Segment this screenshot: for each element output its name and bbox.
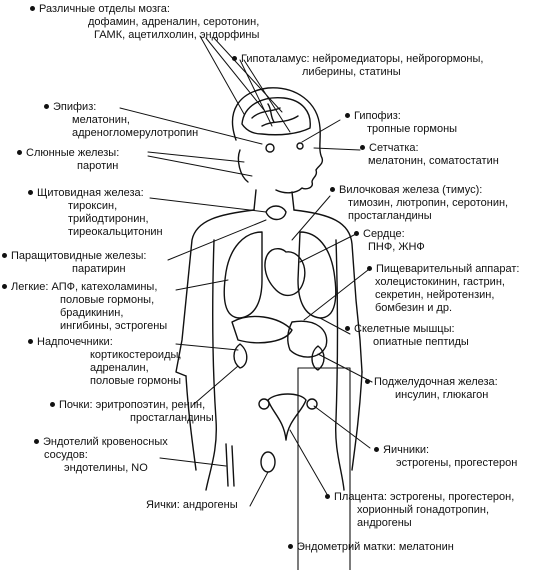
body-outline [175,87,363,491]
label-retina: Сетчатка: мелатонин, соматостатин [360,142,499,168]
label-digestive-line: холецистокинин, гастрин, [375,276,505,288]
label-thyroid-line: трийодтиронин, [68,213,149,225]
label-salivary-line: паротин [77,160,119,172]
label-lungs: Легкие: АПФ, катехоламины, половые гормо… [2,281,167,333]
label-endometrium: Эндометрий матки: мелатонин [288,541,454,554]
label-endometrium-title: Эндометрий матки: мелатонин [297,541,454,553]
label-lungs-title: Легкие: АПФ, катехоламины, [11,281,158,293]
label-parathyroid-title: Паращитовидные железы: [11,250,147,262]
label-pituitary-line: тропные гормоны [367,123,458,135]
leader-lines [119,35,373,507]
label-adrenal-line: половые гормоны [90,375,182,387]
label-thymus-title: Вилочковая железа (тимус): [339,184,483,196]
label-ovaries-title: Яичники: [383,444,430,456]
organs [223,97,337,487]
label-endothelium-title: Эндотелий кровеносных [43,436,168,448]
label-testes-title: Яички: андрогены [146,499,238,511]
label-thyroid: Щитовидная железа: тироксин, трийодтирон… [28,187,163,239]
label-thymus: Вилочковая железа (тимус): тимозин, лютр… [330,184,508,223]
label-heart: Сердце: ПНФ, ЖНФ [354,228,425,254]
label-adrenal-line: кортикостероиды, [90,349,182,361]
label-ovaries: Яичники: эстрогены, прогестерон [374,444,517,470]
label-thymus-line: тимозин, лютропин, серотонин, [348,197,509,209]
label-adrenal-title: Надпочечники: [37,336,113,348]
label-thyroid-title: Щитовидная железа: [37,187,144,199]
label-pancreas-line: инсулин, глюкагон [395,389,489,401]
label-parathyroid: Паращитовидные железы: паратирин [2,250,146,276]
label-retina-title: Сетчатка: [369,142,419,154]
label-pituitary: Гипофиз: тропные гормоны [345,110,457,136]
label-digestive-line: секретин, нейротензин, [375,289,495,301]
label-kidneys-line: простагландины [130,412,214,424]
label-placenta-line: андрогены [357,517,412,529]
label-muscles-line: опиатные пептиды [373,336,469,348]
label-hypothalamus-title: Гипоталамус: нейромедиаторы, нейрогормон… [241,53,484,65]
label-hypothalamus-line: либерины, статины [302,66,401,78]
label-kidneys-title: Почки: эритропоэтин, ренин, [59,399,206,411]
label-hypothalamus: Гипоталамус: нейромедиаторы, нейрогормон… [232,53,483,79]
label-epiphysis-line: адреногломерулотропин [72,127,199,139]
label-thymus-line: простагландины [348,210,432,222]
label-adrenal: Надпочечники: кортикостероиды, адреналин… [28,336,181,388]
label-lungs-line: половые гормоны, [60,294,155,306]
label-kidneys: Почки: эритропоэтин, ренин, простагланди… [50,399,214,425]
label-lungs-line: брадикинин, [60,307,124,319]
label-endothelium: Эндотелий кровеносных сосудов: эндотелин… [34,436,168,475]
label-digestive-line: бомбезин и др. [375,302,453,314]
label-brain-line: ГАМК, ацетилхолин, эндорфины [94,29,260,41]
label-brain-title: Различные отделы мозга: [39,3,170,15]
label-digestive: Пищеварительный аппарат: холецистокинин,… [367,263,519,315]
label-placenta: Плацента: эстрогены, прогестерон, хорион… [325,491,514,530]
label-retina-line: мелатонин, соматостатин [368,155,499,167]
label-lungs-line: ингибины, эстрогены [60,320,168,332]
label-muscles: Скелетные мышцы: опиатные пептиды [345,323,469,349]
label-placenta-line: хорионный гонадотропин, [357,504,490,516]
label-epiphysis: Эпифиз: мелатонин, адреногломерулотропин [44,101,198,140]
label-parathyroid-line: паратирин [72,263,126,275]
label-adrenal-line: адреналин, [90,362,149,374]
label-brain-line: дофамин, адреналин, серотонин, [88,16,260,28]
label-placenta-title: Плацента: эстрогены, прогестерон, [334,491,515,503]
label-brain: Различные отделы мозга: дофамин, адренал… [30,3,259,42]
label-testes: Яички: андрогены [146,499,238,512]
label-epiphysis-line: мелатонин, [72,114,130,126]
door-frame [297,367,351,570]
label-pancreas-title: Поджелудочная железа: [374,376,498,388]
label-salivary: Слюнные железы: паротин [17,147,119,173]
label-pancreas: Поджелудочная железа: инсулин, глюкагон [365,376,498,402]
label-muscles-title: Скелетные мышцы: [354,323,455,335]
label-epiphysis-title: Эпифиз: [53,101,97,113]
label-pituitary-title: Гипофиз: [354,110,401,122]
label-endothelium-line: эндотелины, NO [64,462,148,474]
label-thyroid-line: тиреокальцитонин [68,226,163,238]
label-endothelium-line: сосудов: [44,449,88,461]
label-heart-title: Сердце: [363,228,405,240]
label-digestive-title: Пищеварительный аппарат: [376,263,520,275]
label-ovaries-line: эстрогены, прогестерон [396,457,518,469]
label-heart-line: ПНФ, ЖНФ [368,241,425,253]
label-thyroid-line: тироксин, [68,200,118,212]
label-salivary-title: Слюнные железы: [26,147,120,159]
